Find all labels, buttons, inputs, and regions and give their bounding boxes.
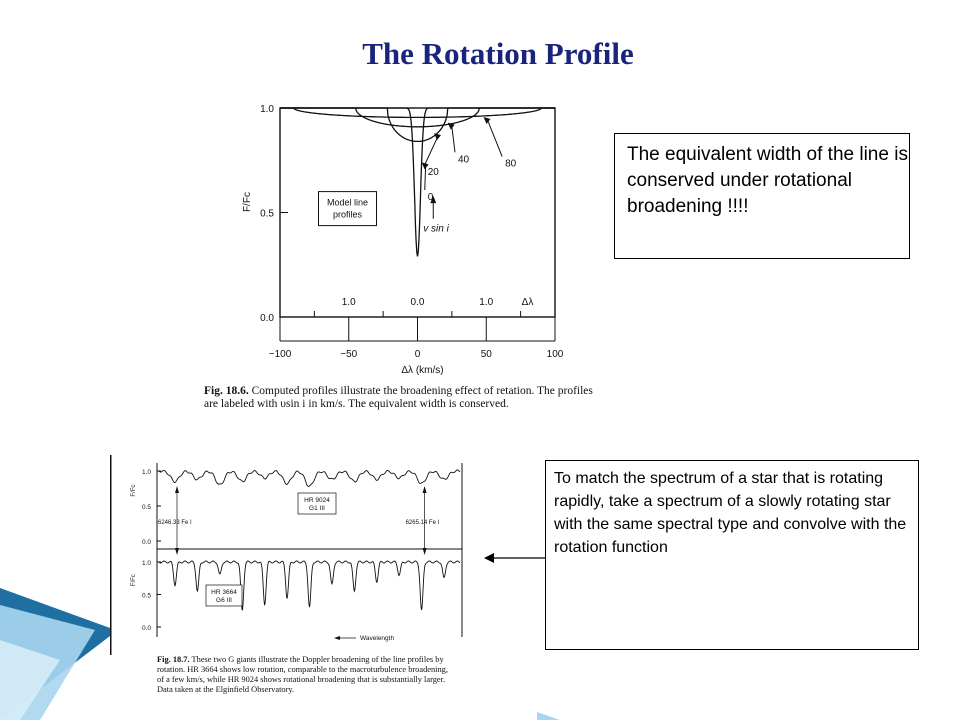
vsini-arrowhead bbox=[430, 195, 437, 204]
bottom-star-type: G6 III bbox=[216, 597, 232, 604]
curve-label-arrowhead bbox=[434, 133, 441, 141]
equivalent-width-note: The equivalent width of the line is cons… bbox=[614, 133, 910, 259]
curve-label-0: 0 bbox=[428, 192, 434, 203]
curve-label-arrow bbox=[424, 165, 427, 190]
y-tick-label: 0.0 bbox=[142, 539, 151, 546]
x-axis-label: Wavelength bbox=[360, 635, 394, 642]
y-tick-label: 0.5 bbox=[142, 593, 151, 600]
x-tick-label: −100 bbox=[269, 349, 292, 360]
fe-marker-arrowhead-up bbox=[422, 486, 427, 493]
profile-curve-20 bbox=[280, 107, 555, 143]
y-tick-label: 1.0 bbox=[142, 469, 151, 476]
top-star-box bbox=[297, 492, 337, 515]
x-axis-label: Δλ (km/s) bbox=[401, 365, 443, 376]
top-star-name: HR 9024 bbox=[304, 497, 330, 504]
y-tick-label: 0.5 bbox=[260, 209, 274, 220]
profile-curve-80 bbox=[280, 107, 555, 119]
y-tick-label: 0.0 bbox=[260, 313, 274, 324]
fe-marker-arrowhead-down bbox=[175, 548, 179, 555]
figure1-caption-label: Fig. 18.6. bbox=[204, 385, 249, 397]
y-tick-label: 1.0 bbox=[142, 560, 151, 567]
curve-label-80: 80 bbox=[505, 159, 517, 170]
x-tick-label: 50 bbox=[481, 349, 493, 360]
spectrum-hr-3664 bbox=[158, 560, 461, 611]
x-tick-label: 0 bbox=[415, 349, 421, 360]
fe-marker-arrowhead-up bbox=[175, 486, 179, 493]
wavelength-arrowhead bbox=[334, 636, 340, 640]
slide-title: The Rotation Profile bbox=[362, 36, 634, 71]
legend-box bbox=[318, 191, 377, 227]
bottom-star-box bbox=[205, 584, 243, 607]
pointer-arrow bbox=[484, 553, 545, 563]
curve-label-40: 40 bbox=[458, 154, 470, 165]
curve-label-arrowhead bbox=[421, 162, 429, 170]
fe-line-label: 6265.14 Fe I bbox=[406, 520, 440, 526]
y-tick-label: 0.0 bbox=[142, 625, 151, 632]
y-axis-label: F/Fc bbox=[131, 485, 137, 497]
secondary-x-tick-label: 1.0 bbox=[479, 297, 493, 308]
curve-label-arrow bbox=[424, 135, 439, 166]
secondary-x-tick-label: 1.0 bbox=[342, 297, 356, 308]
spectrum-hr-9024 bbox=[158, 469, 461, 487]
secondary-x-tick-label: 0.0 bbox=[411, 297, 425, 308]
figure1-caption-text: Computed profiles illustrate the broaden… bbox=[204, 385, 593, 410]
x-tick-label: 100 bbox=[547, 349, 564, 360]
secondary-x-unit-label: Δλ bbox=[522, 297, 534, 308]
figure2-caption: Fig. 18.7. These two G giants illustrate… bbox=[157, 655, 457, 695]
figure2-caption-label: Fig. 18.7. bbox=[157, 655, 190, 664]
profile-curve-40 bbox=[280, 107, 555, 128]
fe-marker-arrowhead-down bbox=[422, 548, 427, 555]
curve-label-arrowhead bbox=[483, 116, 491, 124]
convolution-note: To match the spectrum of a star that is … bbox=[545, 460, 919, 650]
curve-label-arrow bbox=[451, 125, 456, 153]
profile-curve-0 bbox=[280, 107, 555, 257]
curve-label-arrowhead bbox=[447, 122, 455, 130]
top-star-type: G1 III bbox=[309, 505, 325, 512]
x-tick-label: −50 bbox=[340, 349, 357, 360]
vsini-label: v sin i bbox=[423, 223, 449, 234]
fe-line-label: 6246.33 Fe I bbox=[158, 520, 192, 526]
y-tick-label: 0.5 bbox=[142, 504, 151, 511]
curve-label-arrow bbox=[487, 119, 503, 157]
figure1-caption: Fig. 18.6. Computed profiles illustrate … bbox=[204, 385, 606, 411]
y-axis-label: F/Fc bbox=[131, 574, 137, 586]
curve-label-20: 20 bbox=[428, 167, 440, 178]
y-axis-label: F/Fc bbox=[242, 192, 253, 212]
legend-text-line: Model line bbox=[327, 198, 368, 208]
y-tick-label: 1.0 bbox=[260, 104, 274, 115]
figure2-caption-text: These two G giants illustrate the Dopple… bbox=[157, 655, 448, 694]
legend-text-line: profiles bbox=[333, 210, 363, 220]
bottom-star-name: HR 3664 bbox=[211, 589, 237, 596]
